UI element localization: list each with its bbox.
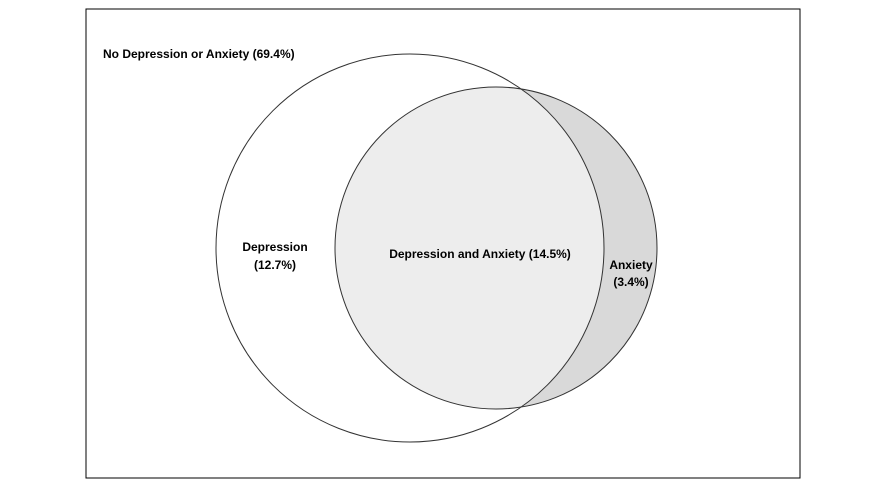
- overlap-label: Depression and Anxiety (14.5%): [389, 247, 571, 261]
- depression-circle: [215, 53, 605, 443]
- anxiety-name-label: Anxiety: [609, 258, 653, 272]
- outside-label: No Depression or Anxiety (69.4%): [103, 47, 295, 61]
- anxiety-circle-outline: [334, 86, 658, 410]
- anxiety-value-label: (3.4%): [613, 275, 648, 289]
- depression-value-label: (12.7%): [254, 258, 296, 272]
- depression-name-label: Depression: [242, 240, 307, 254]
- overlap-region: [335, 87, 604, 409]
